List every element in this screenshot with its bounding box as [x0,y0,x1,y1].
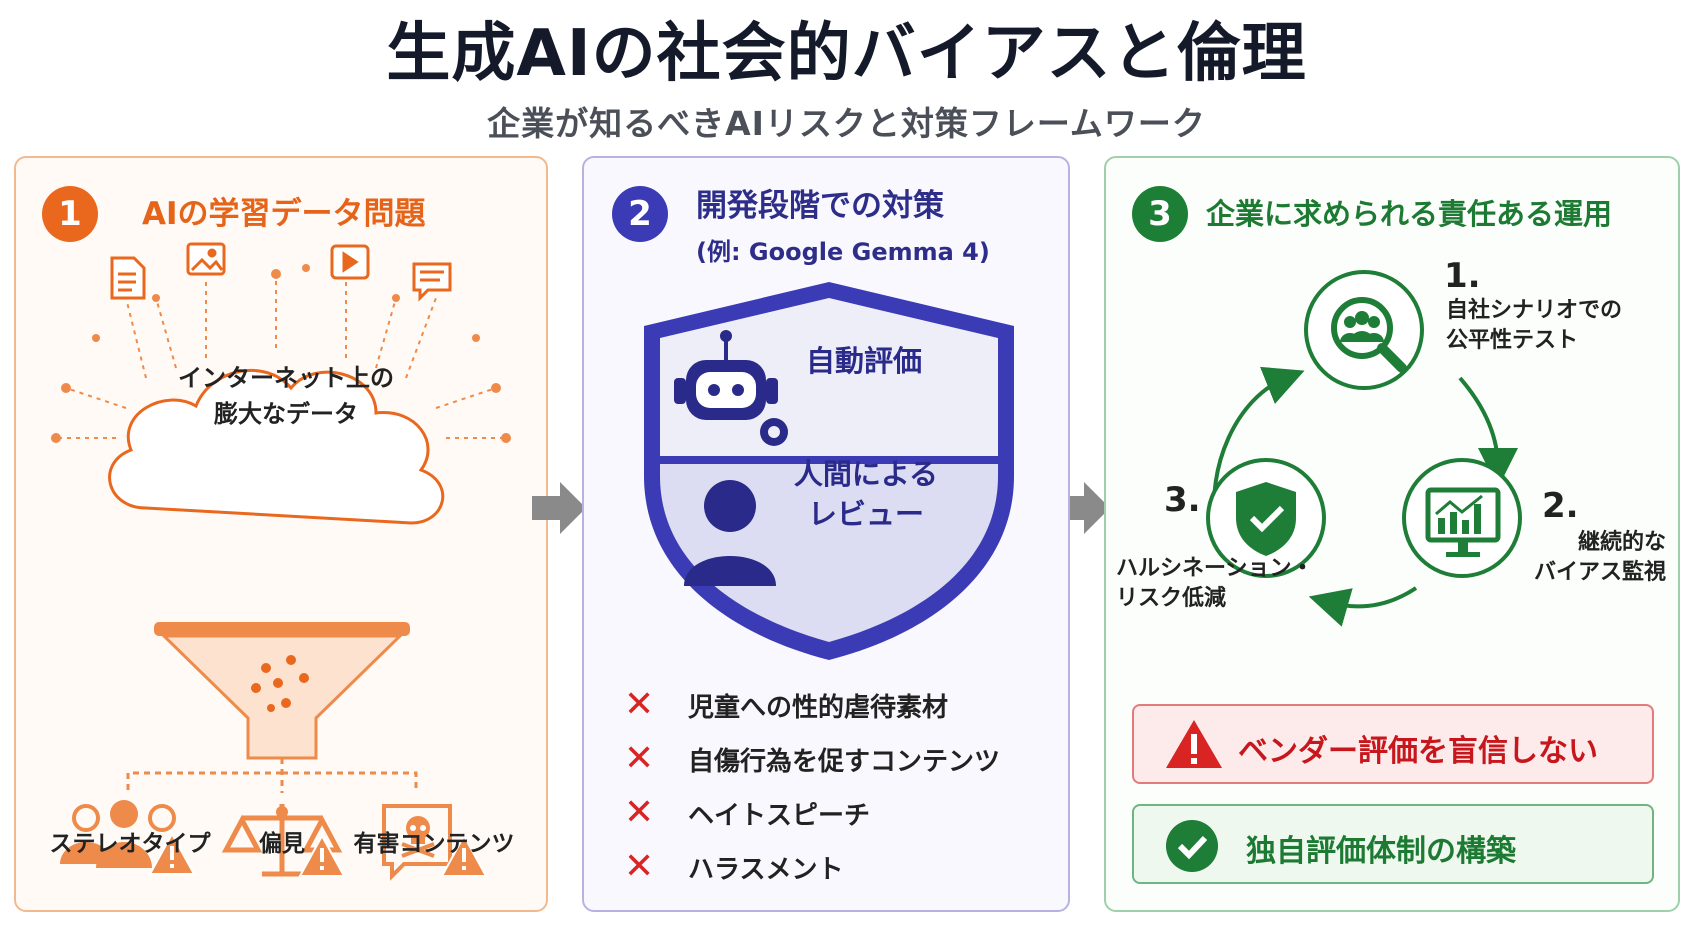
cloud-icon [108,368,445,525]
step-number-badge: 1 [42,186,98,242]
shield-auto-eval: 自動評価 [806,344,923,378]
panel-title: 企業に求められる責任ある運用 [1206,197,1613,231]
list-item: ✕ ハラスメント [624,846,844,887]
warning-icon [148,831,196,875]
own-evaluation-text: 独自評価体制の構築 [1246,834,1516,869]
arrow-right-icon [1056,482,1110,534]
shield-check-icon [1236,482,1296,556]
panel-development: 2 開発段階での対策 (例: Google Gemma 4) 自動評価 人間によ… [582,156,1070,912]
cross-icon: ✕ [624,738,655,779]
cloud-label: インターネット上の 膨大なデータ [178,364,394,428]
panel-training-data: 1 AIの学習データ問題 [14,156,548,912]
document-icon [110,256,146,300]
excluded-content-list: ✕ 児童への性的虐待素材 ✕ 自傷行為を促すコンテンツ ✕ ヘイトスピーチ ✕ … [624,678,1000,894]
stereotype-people-icon [60,800,176,868]
panel-responsible-operation: 3 企業に求められる責任ある運用 1. 自社シナリオでの 公平性テスト [1104,156,1680,912]
panel-subtitle: (例: Google Gemma 4) [696,238,990,266]
cycle-step-number: 3. [1164,480,1201,520]
output-icons [60,800,488,881]
panel-title: 開発段階での対策 [696,188,944,224]
video-icon [330,244,370,280]
image-icon [186,242,226,276]
cycle-step-number: 2. [1542,486,1579,526]
cycle-step-bias-monitoring [1402,458,1522,578]
list-item: ✕ 自傷行為を促すコンテンツ [624,738,1001,779]
panel-title: AIの学習データ問題 [142,196,426,232]
output-label-stereotype: ステレオタイプ [49,831,211,857]
page-subtitle: 企業が知るべきAIリスクと対策フレームワーク [487,104,1206,143]
cross-icon: ✕ [624,846,655,887]
step-number-badge: 2 [612,186,668,242]
cycle-step-hallucination-reduction [1206,458,1326,578]
shield-icon [644,282,1014,660]
warning-icon [440,833,488,877]
warning-icon [1166,720,1222,768]
shield-human-review: 人間による レビュー [793,457,939,531]
magnifier-people-icon [1331,297,1407,373]
page-title: 生成AIの社会的バイアスと倫理 [386,17,1307,91]
vendor-warning-box: ベンダー評価を盲信しない [1132,704,1654,784]
output-label-bias: 偏見 [259,831,305,857]
cycle-step-label: 自社シナリオでの 公平性テスト [1446,298,1623,353]
person-icon [684,480,776,586]
own-evaluation-box: 独自評価体制の構築 [1132,804,1654,884]
cycle-step-label: 継続的な バイアス監視 [1533,530,1666,585]
funnel-icon [160,634,404,760]
cycle-step-fairness-test [1304,270,1424,390]
cross-icon: ✕ [624,792,655,833]
chat-icon [412,262,452,302]
skull-icon [382,804,452,881]
arrow-right-icon [532,482,586,534]
vendor-warning-text: ベンダー評価を盲信しない [1238,734,1598,769]
list-item: ✕ ヘイトスピーチ [624,792,871,833]
list-item: ✕ 児童への性的虐待素材 [624,684,949,725]
check-circle-icon [1166,820,1218,872]
robot-icon [674,330,788,446]
cycle-step-label: ハルシネーション・ リスク低減 [1116,556,1314,611]
output-label-harmful: 有害コンテンツ [353,831,515,857]
cross-icon: ✕ [624,684,655,725]
step-number-badge: 3 [1132,186,1188,242]
warning-icon [298,833,346,877]
cycle-step-number: 1. [1444,256,1481,296]
data-funnel-illustration [51,242,511,793]
monitor-chart-icon [1425,487,1501,557]
